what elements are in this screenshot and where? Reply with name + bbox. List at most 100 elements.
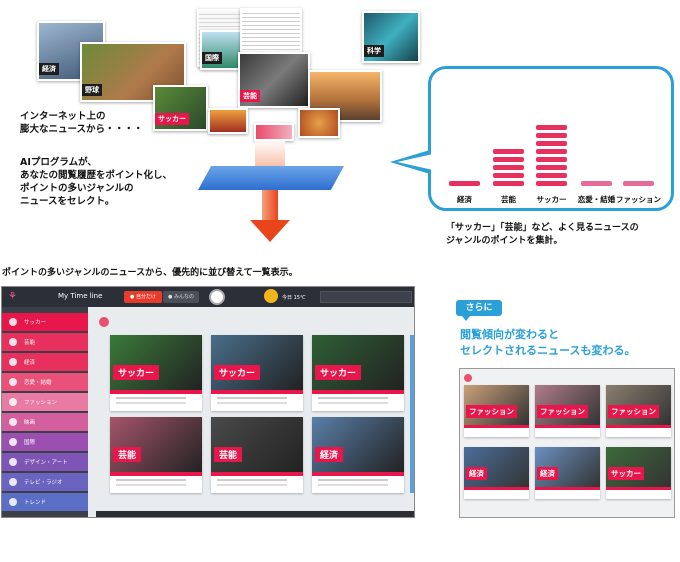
filter-plane	[198, 166, 344, 190]
preview-card-bar	[464, 425, 529, 428]
news-card-genre-label: サッカー	[214, 365, 261, 380]
clock-icon	[209, 289, 225, 305]
category-label: 芸能	[501, 194, 516, 204]
sidebar-genre-item[interactable]: 国際	[2, 433, 88, 451]
category-label: ファッション	[616, 195, 661, 204]
preview-card-bar	[535, 425, 600, 428]
genre-icon	[9, 438, 17, 446]
sidebar-genre-item[interactable]: 映画	[2, 413, 88, 431]
preview-news-card: サッカー	[606, 447, 671, 499]
sidebar-genre-item[interactable]: サッカー	[2, 313, 88, 331]
search-input[interactable]	[320, 291, 412, 303]
bar-segment-2	[536, 125, 567, 130]
news-card-bar	[312, 472, 404, 476]
bar-segment-1	[493, 181, 524, 186]
sidebar-genre-item[interactable]: 恋愛・結婚	[2, 373, 88, 391]
genre-icon	[9, 398, 17, 406]
news-card-image	[110, 417, 202, 472]
next-card-edge	[410, 335, 414, 493]
news-card-text-lines	[217, 479, 287, 481]
preview-card-bar	[464, 487, 529, 490]
app-screenshot: ⚘ My Time line ● 自分だけ ● みんなの 今日 15℃ サッカー…	[1, 286, 415, 518]
tag-soccer: サッカー	[155, 113, 189, 125]
preview-card-bar	[535, 487, 600, 490]
preview-card-bar	[606, 425, 671, 428]
bar-segment-1	[493, 157, 524, 162]
news-card[interactable]: 芸能	[211, 417, 303, 493]
genre-icon	[9, 318, 17, 326]
chart-caption: 「サッカー」「芸能」など、よく見るニュースの ジャンルのポイントを集計。	[446, 223, 639, 246]
preview-card-genre-label: ファッション	[608, 405, 659, 418]
bar-segment-1	[493, 165, 524, 170]
preview-card-bar	[606, 487, 671, 490]
news-card-genre-label: 芸能	[214, 447, 243, 462]
preview-news-card: ファッション	[535, 385, 600, 437]
sidebar-genre-label: 芸能	[24, 340, 36, 346]
science-news-photo: 科学	[362, 11, 420, 63]
news-card[interactable]: サッカー	[312, 335, 404, 411]
tab-my-timeline[interactable]: ● 自分だけ	[124, 291, 162, 303]
bar-segment-2	[536, 173, 567, 178]
genre-points-bubble	[428, 66, 674, 211]
bar-segment-2	[536, 157, 567, 162]
badge-tail	[462, 316, 470, 321]
genre-icon	[9, 478, 17, 486]
sidebar-genre-item[interactable]: ファッション	[2, 393, 88, 411]
bar-segment-2	[536, 181, 567, 186]
news-card-image	[211, 417, 303, 472]
pizza-photo	[298, 108, 340, 138]
entertainment-news-photo: 芸能	[238, 52, 310, 108]
genre-icon	[9, 378, 17, 386]
genre-points-chart: 経済芸能サッカー恋愛・結婚ファッション	[449, 125, 661, 204]
news-card[interactable]: 経済	[312, 417, 404, 493]
soccer-collage-photo: サッカー	[153, 85, 208, 131]
news-card-bar	[110, 390, 202, 394]
ai-explanation-text: AIプログラムが、 あなたの閲覧履歴をポイント化し、 ポイントの多いジャンルの …	[20, 157, 173, 207]
preview-card-genre-label: 経済	[537, 467, 558, 480]
international-news-photo: 国際	[200, 30, 242, 70]
sunset-photo	[208, 108, 248, 134]
preview-news-card: 経済	[535, 447, 600, 499]
tab-everyone[interactable]: ● みんなの	[163, 291, 199, 303]
app-header: ⚘ My Time line ● 自分だけ ● みんなの 今日 15℃	[2, 287, 414, 307]
app-logo-icon: ⚘	[8, 291, 17, 302]
sidebar-genre-item[interactable]: テレビ・ラジオ	[2, 473, 88, 491]
sidebar-genre-label: ファッション	[24, 400, 58, 406]
avatar	[464, 374, 472, 382]
preview-news-card: ファッション	[464, 385, 529, 437]
news-card[interactable]: サッカー	[110, 335, 202, 411]
tag-science: 科学	[364, 45, 384, 57]
app-title: My Time line	[58, 292, 103, 300]
sidebar-genre-label: サッカー	[24, 320, 47, 326]
sidebar-genre-label: テレビ・ラジオ	[24, 480, 63, 486]
news-card[interactable]: サッカー	[211, 335, 303, 411]
sidebar-genre-item[interactable]: デザイン・アート	[2, 453, 88, 471]
section-title: ポイントの多いジャンルのニュースから、優先的に並び替えて一覧表示。	[2, 268, 298, 278]
sidebar-genre-item[interactable]: 芸能	[2, 333, 88, 351]
bar-segment-2	[536, 149, 567, 154]
preview-card-genre-label: サッカー	[608, 467, 644, 480]
sidebar-genre-item[interactable]: 経済	[2, 353, 88, 371]
news-card-image	[110, 335, 202, 390]
sidebar-genre-label: トレンド	[24, 500, 47, 506]
sidebar-genre-label: 恋愛・結婚	[24, 380, 52, 386]
temperature: 今日 15℃	[282, 295, 306, 301]
preview-card-genre-label: ファッション	[466, 405, 517, 418]
avatar	[99, 317, 109, 327]
castle-photo	[308, 70, 382, 122]
bubble-tail-inner	[397, 154, 433, 170]
down-arrow-icon	[250, 220, 290, 242]
sidebar-genre-label: 国際	[24, 440, 36, 446]
news-card[interactable]: 芸能	[110, 417, 202, 493]
category-label: 経済	[457, 194, 472, 204]
news-card-genre-label: 芸能	[113, 447, 142, 462]
tag-baseball: 野球	[82, 84, 102, 96]
bar-segment-2	[536, 165, 567, 170]
horizontal-scrollbar[interactable]	[96, 511, 414, 517]
bar-segment-3	[581, 181, 612, 186]
tag-entertainment: 芸能	[240, 90, 260, 102]
weather-sun-icon	[264, 289, 278, 303]
genre-icon	[9, 418, 17, 426]
sidebar-genre-item[interactable]: トレンド	[2, 493, 88, 511]
sidebar-genre-label: 経済	[24, 360, 36, 366]
